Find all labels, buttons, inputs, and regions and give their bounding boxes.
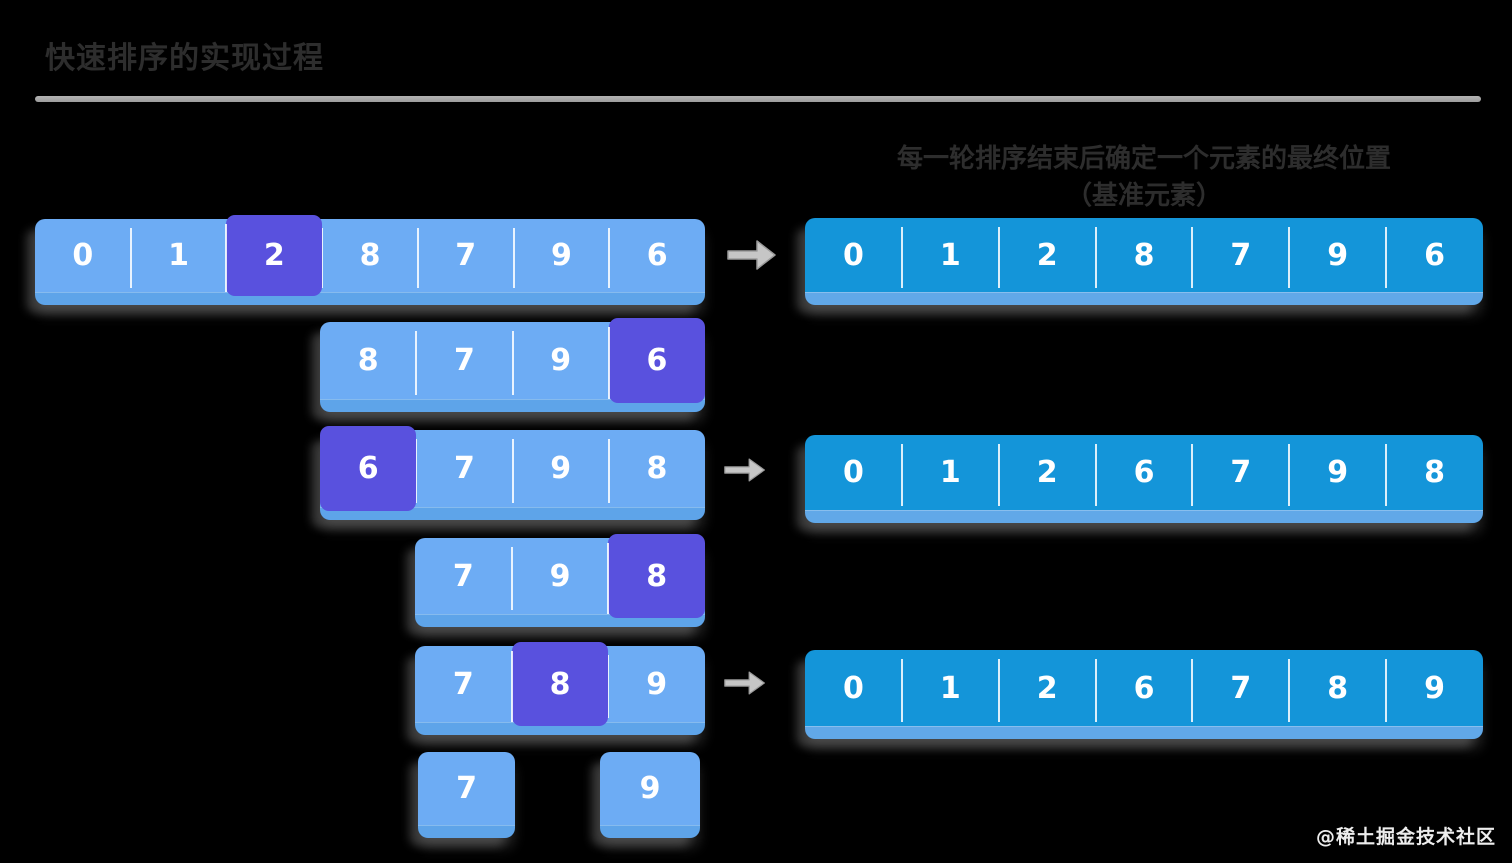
array-cells-row: 7 [418,752,515,825]
array-cell-highlighted: 6 [607,318,705,403]
array-cell: 9 [1288,218,1386,292]
array-bottom-edge [320,507,705,520]
array-cell-highlighted: 8 [510,642,609,726]
annotation-line-2: （基准元素） [1065,181,1222,211]
array-bottom-edge [805,292,1483,305]
array-cell: 1 [129,219,227,292]
array-cell-highlighted: 8 [607,534,706,618]
annotation-text: 每一轮排序结束后确定一个元素的最终位置 （基准元素） [805,141,1483,215]
array-bottom-edge [805,726,1483,739]
array-cell: 6 [1094,435,1193,510]
array-cell: 0 [72,238,94,273]
array-cell-highlighted: 2 [225,215,323,296]
array-cell: 7 [452,558,474,594]
array-bottom-edge [805,510,1483,523]
annotation-line-1: 每一轮排序结束后确定一个元素的最终位置 [896,144,1391,174]
array-cell: 7 [1191,650,1289,726]
array-cell: 2 [997,218,1096,292]
array-cell: 7 [415,430,512,507]
array-bottom-edge [418,825,515,838]
array-cell: 8 [357,343,379,378]
array-cell: 1 [900,435,999,510]
array-cell: 8 [1094,218,1193,292]
array-cell-highlighted: 6 [320,426,417,511]
array-cell: 2 [997,650,1096,726]
array-cell: 7 [452,666,474,702]
array-cells-row: 9 [600,752,700,825]
array-cell: 0 [842,237,864,273]
array-cell: 8 [1288,650,1386,726]
array-cell: 0 [842,670,864,706]
array-bottom-edge [600,825,700,838]
array-cell: 8 [607,430,705,507]
array-bottom-edge [35,292,705,305]
array-cell: 6 [608,219,705,292]
array-cell: 7 [416,219,514,292]
array-cell: 9 [511,430,609,507]
array-cell: 9 [607,646,705,722]
array-cell: 7 [456,771,477,806]
array-bottom-edge [415,722,705,735]
array-cell: 0 [842,455,864,490]
page-title: 快速排序的实现过程 [45,41,324,76]
array-left-6b: 9 [600,752,700,838]
array-bottom-edge [320,399,705,412]
array-cell: 9 [510,538,609,614]
right-arrow-icon [724,456,766,484]
array-cell: 8 [1385,435,1483,510]
array-left-6a: 7 [418,752,515,838]
array-cell: 1 [900,218,999,292]
array-cell: 7 [415,322,512,399]
array-cell: 9 [1288,435,1386,510]
array-cell: 6 [1094,650,1193,726]
array-cell: 2 [997,435,1096,510]
array-cell: 6 [1385,218,1483,292]
right-arrow-icon [727,237,777,273]
right-arrow-icon [724,669,766,697]
array-cell: 9 [1385,650,1483,726]
array-cell: 7 [1191,435,1289,510]
watermark: @稀土掘金技术社区 [1315,826,1496,848]
array-cell: 9 [511,322,609,399]
array-cell: 7 [1191,218,1289,292]
array-cell: 9 [512,219,610,292]
array-cell: 1 [900,650,999,726]
divider-line [35,96,1481,102]
array-cell: 9 [639,771,661,806]
array-cell: 8 [321,219,418,292]
